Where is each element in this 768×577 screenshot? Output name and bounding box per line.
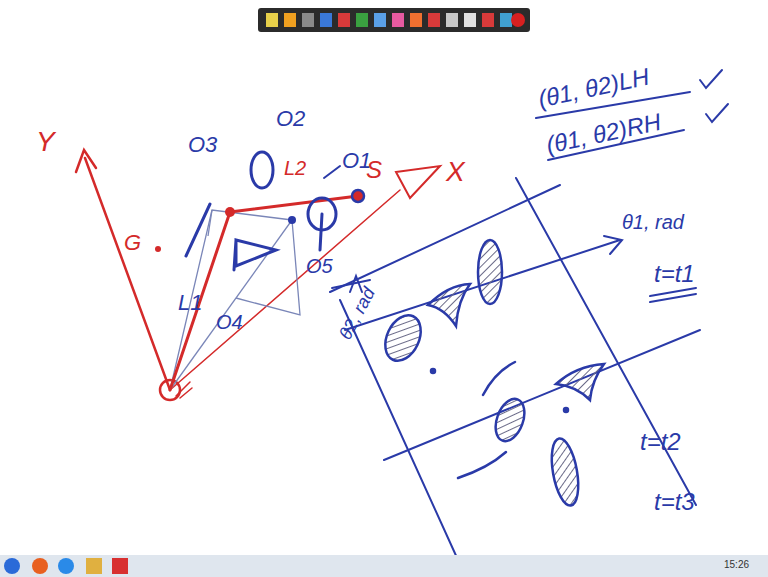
axis-label: θ1, rad [622, 212, 684, 232]
toolbar-icons [266, 13, 525, 27]
elbow-joint [225, 207, 235, 217]
robot-links [170, 196, 358, 390]
cspace-obstacles [378, 240, 604, 508]
goal-label: G [124, 232, 141, 254]
goal-point [155, 246, 161, 252]
start-label: S [366, 158, 382, 182]
obstacle-label: O5 [306, 256, 333, 276]
alternate-configuration [170, 210, 300, 390]
clock-text: 15:26 [724, 560, 749, 570]
obstacle-label: O2 [276, 108, 305, 130]
end-effector [352, 190, 364, 202]
taskbar-icons [4, 558, 128, 574]
cspace-axes [330, 178, 700, 560]
time-label: t=t2 [640, 430, 681, 454]
axis-label: θ2, rad [336, 285, 378, 343]
link-label: L1 [178, 292, 202, 314]
time-label: t=t3 [654, 490, 695, 514]
axis-label: X [446, 158, 465, 186]
obstacle-label: O3 [188, 134, 217, 156]
taskbar [0, 555, 768, 577]
solution-label: (θ1, θ2)LH [536, 65, 651, 112]
time-label: t=t1 [654, 262, 695, 286]
axis-label: Y [36, 128, 55, 156]
toolbar [258, 8, 530, 32]
joint-dot [288, 216, 296, 224]
cspace-curves [431, 362, 568, 478]
solution-label: (θ1, θ2)RH [544, 110, 663, 158]
axes [76, 150, 440, 400]
obstacle-label: O4 [216, 312, 243, 332]
obstacles [186, 152, 340, 270]
link-label: L2 [284, 158, 306, 178]
